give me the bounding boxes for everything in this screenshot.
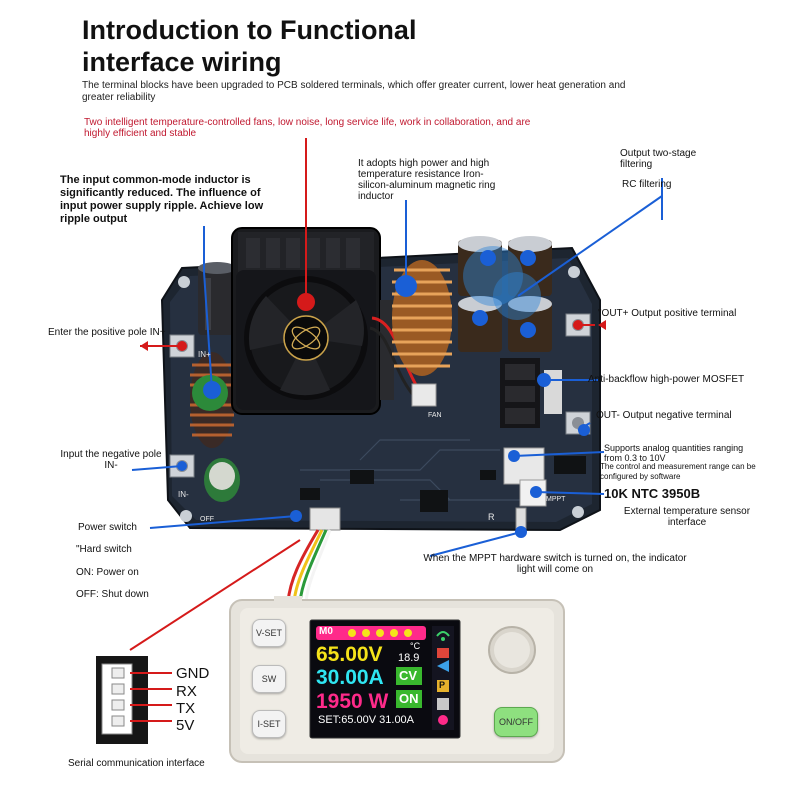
silk-mppt: MPPT	[546, 496, 566, 503]
serial-connector	[96, 656, 172, 744]
fans-text: Two intelligent temperature-controlled f…	[84, 117, 531, 139]
onoff-button[interactable]: ON/OFF	[494, 707, 538, 737]
green-capacitor	[204, 458, 240, 502]
label-power-switch: Power switch	[78, 522, 137, 533]
output-on-indicator: ON	[399, 691, 419, 706]
silk-in-plus: IN+	[198, 350, 211, 359]
red-markers	[177, 293, 583, 351]
voltage-readout: 65.00V	[316, 643, 383, 666]
silk-off: OFF	[200, 516, 214, 523]
title-line-2: interface wiring	[82, 47, 282, 77]
set-values: SET:65.00V 31.00A	[318, 714, 415, 726]
label-out-minus: OUT- Output negative terminal	[596, 410, 732, 421]
common-mode-inductor	[190, 352, 234, 448]
silk-r: R	[488, 512, 495, 522]
label-output-filter: Output two-stage filtering	[620, 148, 697, 170]
current-readout: 30.00A	[316, 666, 384, 689]
blue-markers	[177, 250, 590, 538]
label-ext-temp: External temperature sensor interface	[623, 506, 751, 528]
power-readout: 1950 W	[316, 690, 389, 713]
label-ntc: 10K NTC 3950B	[604, 486, 701, 501]
label-serial: Serial communication interface	[68, 758, 205, 769]
pin-gnd: GND	[176, 665, 210, 682]
label-common-mode-inductor: The input common-mode inductor is signif…	[60, 174, 264, 225]
label-off: OFF: Shut down	[76, 589, 149, 600]
temperature-value: 18.9	[398, 652, 420, 664]
p-indicator: P	[439, 680, 446, 690]
label-hard-switch: "Hard switch	[76, 544, 132, 555]
label-analog: Supports analog quantities ranging from …	[604, 443, 744, 463]
vset-button[interactable]: V-SET	[252, 619, 286, 647]
label-mosfet: Anti-backflow high-power MOSFET	[588, 374, 745, 385]
silk-in-minus: IN-	[178, 490, 189, 499]
temperature-unit: °C	[410, 641, 421, 651]
intro-text: The terminal blocks have been upgraded t…	[82, 80, 626, 103]
label-control-range: The control and measurement range can be…	[600, 462, 756, 481]
label-on: ON: Power on	[76, 567, 139, 578]
leader-lines	[129, 138, 663, 651]
pin-rx: RX	[176, 683, 197, 700]
sw-button[interactable]: SW	[252, 665, 286, 693]
iset-button[interactable]: I-SET	[252, 710, 286, 738]
mosfet-block	[500, 358, 562, 428]
label-mppt: When the MPPT hardware switch is turned …	[423, 553, 687, 575]
cv-indicator: CV	[399, 668, 418, 683]
pin-5v: 5V	[176, 717, 195, 734]
serial-cable	[286, 529, 332, 603]
label-rc-filter: RC filtering	[622, 179, 672, 190]
label-out-plus: "OUT+ Output positive terminal	[598, 308, 737, 319]
lcd-screen	[316, 626, 454, 730]
cooling-fan	[231, 227, 381, 415]
mode-indicator: M0	[319, 626, 333, 637]
label-in-plus: Enter the positive pole IN+	[48, 327, 166, 338]
page-title: Introduction to Functional interface wir…	[82, 14, 542, 78]
arrow-markers	[140, 320, 606, 351]
silk-fan: FAN	[428, 412, 442, 419]
label-in-minus: Input the negative pole IN-	[60, 449, 162, 471]
pin-tx: TX	[176, 700, 196, 717]
temperature-readout: °C 18.9	[398, 641, 421, 664]
label-magnetic-ring: It adopts high power and high temperatur…	[358, 158, 496, 202]
title-line-1: Introduction to Functional	[82, 15, 417, 45]
